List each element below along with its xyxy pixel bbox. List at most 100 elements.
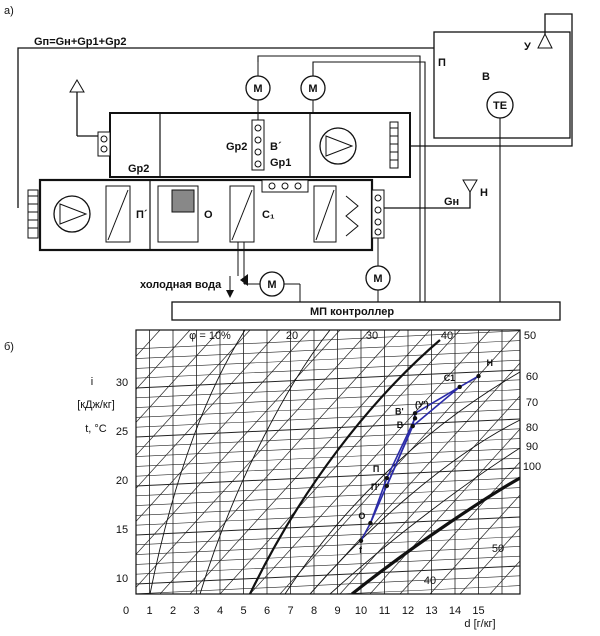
enthalpy-line xyxy=(136,330,251,456)
supply-silencer xyxy=(27,189,39,239)
curve-label: 50 xyxy=(492,543,504,555)
isotherm-line xyxy=(136,448,520,467)
enthalpy-line xyxy=(339,395,520,594)
isotherm-line xyxy=(136,506,520,526)
isotherm-line xyxy=(136,487,520,506)
x-tick-label: 0 xyxy=(123,605,129,617)
phi-top-label: φ = 10% xyxy=(189,330,231,342)
c1-label: С₁ xyxy=(262,209,275,221)
rh-curve xyxy=(329,447,520,594)
enthalpy-line xyxy=(249,330,491,594)
process-line xyxy=(386,425,414,487)
process-line xyxy=(369,477,388,524)
point-label: O xyxy=(358,511,365,521)
y-axis-label-i: i xyxy=(91,376,93,388)
isotherm-line xyxy=(136,330,520,350)
enthalpy-line xyxy=(136,330,191,390)
rh-tick-label: 100 xyxy=(523,461,541,473)
gr1-label: Gр1 xyxy=(270,157,291,169)
point-label: Н xyxy=(487,358,494,368)
enthalpy-tick-label: 30 xyxy=(366,330,378,342)
motor-wire xyxy=(312,61,426,302)
isotherm-line xyxy=(136,536,520,555)
isotherm-line xyxy=(136,546,520,565)
outdoor-flow-label: Gн xyxy=(444,196,459,208)
enthalpy-tick-label: 50 xyxy=(524,330,536,342)
process-point xyxy=(412,411,418,416)
isotherm-line xyxy=(136,379,520,399)
rh-curve xyxy=(249,339,441,594)
process-point xyxy=(476,373,481,379)
isotherm-line xyxy=(136,555,520,575)
p-prime-label: П´ xyxy=(136,209,148,221)
enthalpy-line xyxy=(429,494,520,594)
room-box xyxy=(433,31,571,139)
part-b-label: б) xyxy=(4,341,14,353)
outdoor-label: Н xyxy=(480,187,488,199)
svg-text:M: M xyxy=(373,273,382,285)
y-axis-units: [кДж/кг] xyxy=(77,399,115,411)
isotherm-line xyxy=(136,399,520,418)
x-tick-label: 1 xyxy=(146,605,152,617)
process-line xyxy=(459,375,479,388)
cold-water-label: холодная вода xyxy=(140,279,222,291)
enthalpy-line xyxy=(550,330,600,594)
isotherm-line xyxy=(136,516,520,536)
enthalpy-line xyxy=(0,330,10,594)
enthalpy-line xyxy=(0,330,100,594)
outdoor-arrow xyxy=(462,179,478,193)
isotherm-line xyxy=(136,565,520,585)
enthalpy-line xyxy=(136,330,221,423)
plot-frame xyxy=(135,329,521,595)
process-point xyxy=(410,423,415,429)
enthalpy-tick-label: 20 xyxy=(286,330,298,342)
x-tick-label: 7 xyxy=(287,605,293,617)
supply-duct-line xyxy=(17,47,438,208)
outdoor-duct-line xyxy=(384,192,471,209)
damper-mid xyxy=(251,119,265,171)
enthalpy-line xyxy=(0,330,40,594)
rh-tick-label: 90 xyxy=(526,441,538,453)
enthalpy-line xyxy=(189,330,431,594)
return-fan xyxy=(319,127,357,165)
y-axis-label-t: t, °C xyxy=(85,423,107,435)
sensor-te-label: TE xyxy=(493,100,507,112)
svg-text:M: M xyxy=(267,279,276,291)
process-point xyxy=(384,483,390,489)
room-v-label: В xyxy=(482,71,490,83)
rh-curve xyxy=(284,371,520,594)
point-label: П xyxy=(373,464,379,474)
flow-formula: Gп=Gн+Gр1+Gр2 xyxy=(34,36,126,48)
x-tick-label: 2 xyxy=(170,605,176,617)
enthalpy-line xyxy=(279,330,520,594)
return-duct-line xyxy=(390,13,573,147)
process-line xyxy=(360,522,372,542)
room-p-label: П xyxy=(438,57,446,69)
x-axis-label: d [г/кг] xyxy=(464,618,495,630)
isotherm-line xyxy=(136,438,520,457)
y-tick-label: 25 xyxy=(116,426,128,438)
plot-area xyxy=(0,330,600,594)
enthalpy-line xyxy=(219,330,461,594)
cold-water-valve xyxy=(240,274,248,286)
o-label: О xyxy=(204,209,213,221)
process-line xyxy=(412,386,461,427)
isotherm-line xyxy=(334,585,520,594)
x-tick-label: 12 xyxy=(402,605,414,617)
x-tick-label: 3 xyxy=(193,605,199,617)
room-u-label: У xyxy=(524,41,531,53)
process-point xyxy=(412,416,418,421)
y-tick-label: 15 xyxy=(116,524,128,536)
x-tick-label: 4 xyxy=(217,605,223,617)
point-label: (У') xyxy=(415,399,429,409)
room-exhaust-arrow xyxy=(537,32,553,49)
enthalpy-line xyxy=(399,461,520,594)
x-tick-label: 8 xyxy=(311,605,317,617)
x-tick-label: 13 xyxy=(425,605,437,617)
process-point xyxy=(384,475,390,481)
point-label: f xyxy=(359,545,363,555)
y-tick-label: 10 xyxy=(116,573,128,585)
isotherm-line xyxy=(136,408,520,428)
